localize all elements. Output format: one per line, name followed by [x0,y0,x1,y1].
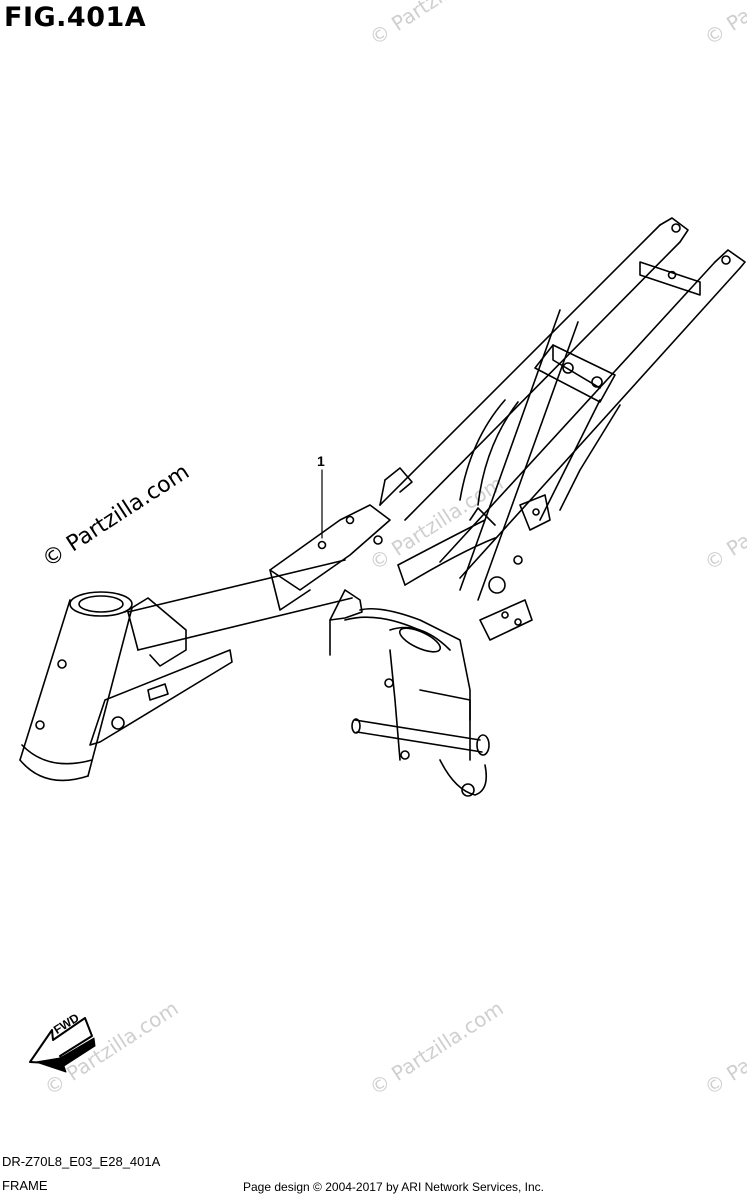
figure-title: FIG.401A [4,2,147,33]
seat-bracket [269,467,413,611]
section-name: FRAME [2,1178,48,1193]
pivot-tube [351,649,490,797]
callout-number: 1 [317,453,325,469]
center-gusset [329,555,523,761]
cross-plate [534,344,616,403]
backbone-tube [127,559,353,651]
head-gusset [89,597,233,746]
part-code: DR-Z70L8_E03_E28_401A [2,1154,161,1169]
rear-down-tubes [459,309,621,601]
head-pipe [19,591,133,782]
fwd-arrow-icon [29,1017,96,1073]
side-bracket [479,494,551,641]
curved-cross-tube [397,507,496,586]
upper-frame-rails [379,217,746,579]
page-credit: Page design © 2004-2017 by ARI Network S… [243,1180,545,1194]
